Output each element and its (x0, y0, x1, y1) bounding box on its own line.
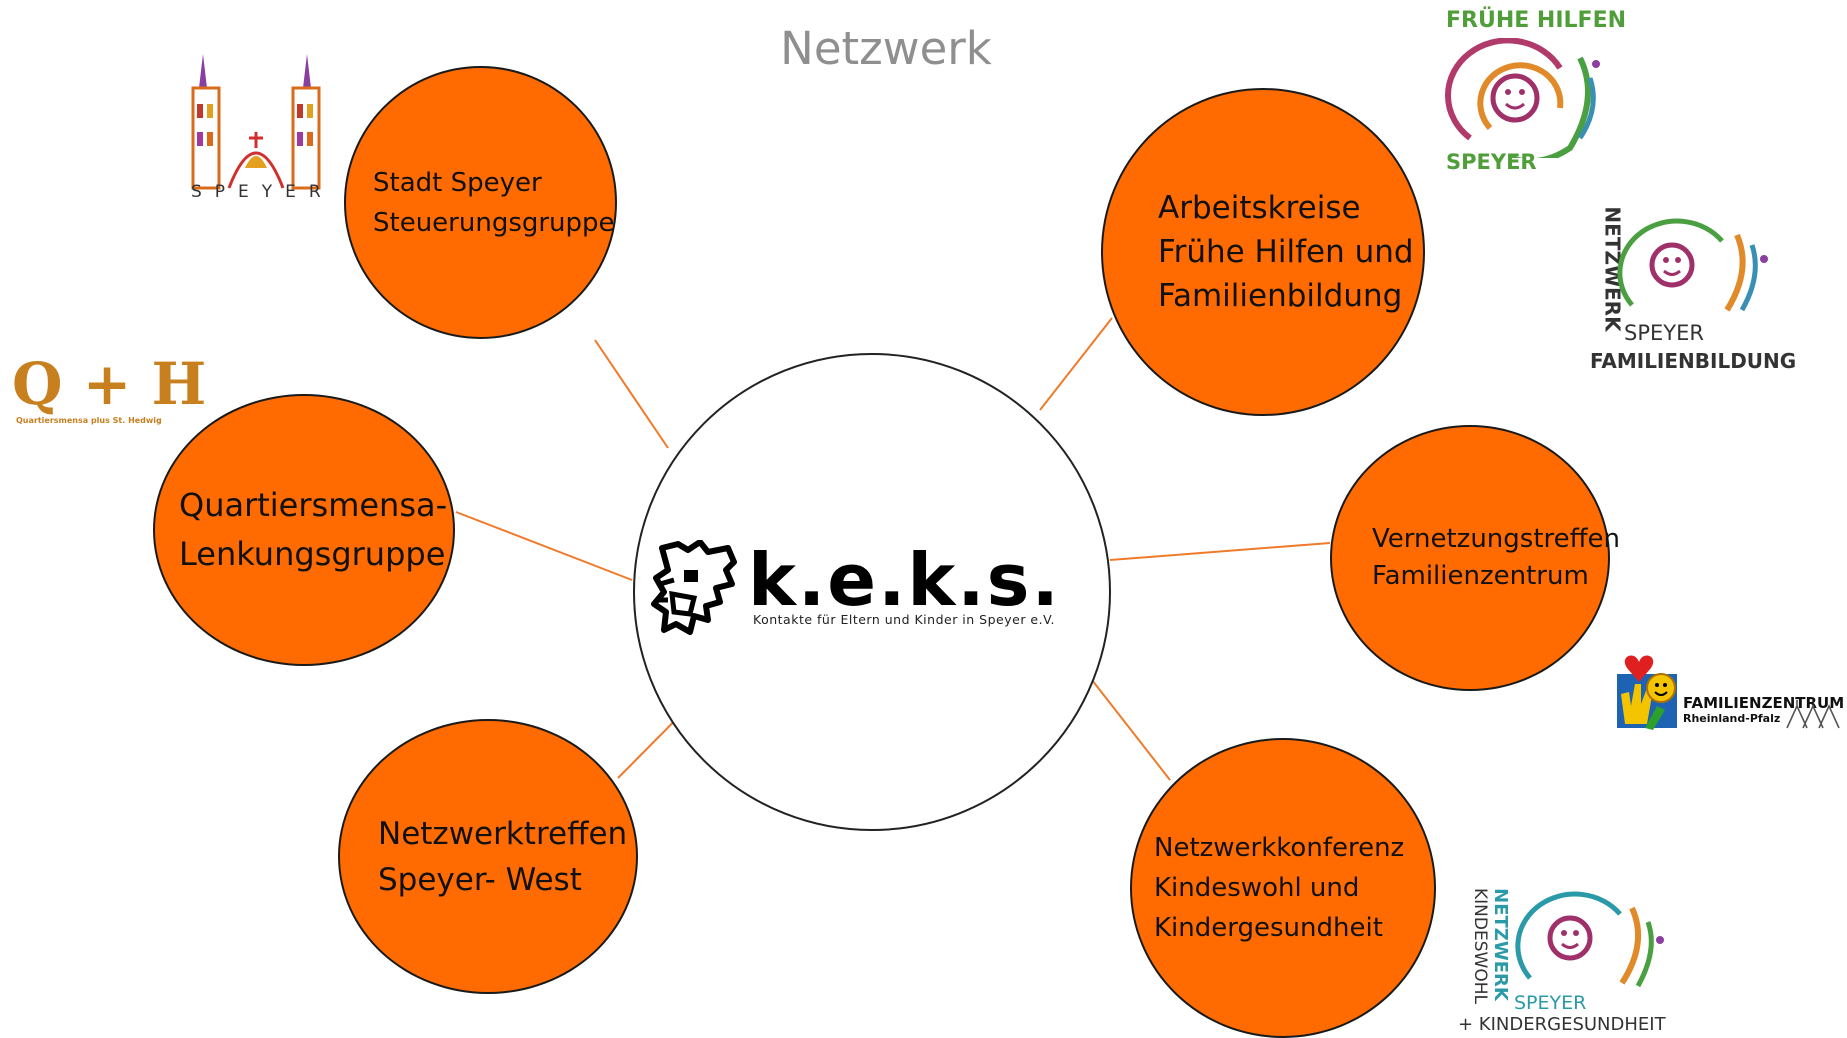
familienbildung-title: FAMILIENBILDUNG (1590, 349, 1797, 373)
familienzentrum-logo: FAMILIENZENTRUM Rheinland-Pfalz (1617, 654, 1845, 730)
familienzentrum-region: Rheinland-Pfalz (1683, 712, 1781, 725)
speyer-logo-text: SPEYER (191, 182, 334, 202)
connector-netzwerkkonferenz (1091, 679, 1171, 781)
kindeswohl-logo: NETZWERK KINDESWOHL SPEYER + KINDERGESUN… (1458, 888, 1688, 1038)
familienbildung-spiral-icon (1617, 218, 1768, 312)
keks-logo: k.e.k.s. Kontakte für Eltern und Kinder … (650, 540, 1100, 640)
kindeswohl-speyer: SPEYER (1514, 992, 1587, 1014)
qh-logo: Q + H Quartiersmensa plus St. Hedwig (12, 350, 206, 432)
fruehe-hilfen-title: FRÜHE HILFEN (1446, 8, 1627, 33)
node-vernetzungstreffen: Vernetzungstreffen Familienzentrum (1330, 425, 1620, 691)
fruehe-hilfen-spiral-icon (1445, 38, 1600, 158)
cathedral-icon (191, 54, 321, 190)
familienbildung-speyer: SPEYER (1624, 321, 1704, 345)
connector-vernetzung (1109, 542, 1331, 561)
kindeswohl-title: + KINDERGESUNDHEIT (1458, 1014, 1666, 1035)
kindeswohl-spiral-icon (1515, 891, 1664, 988)
fruehe-hilfen-logo: FRÜHE HILFEN SPEYER (1440, 8, 1627, 178)
connector-arbeitskreise (1039, 317, 1113, 411)
keks-wordmark: k.e.k.s. (748, 538, 1061, 622)
node-netzwerkkonferenz: Netzwerkkonferenz Kindeswohl und Kinderg… (1130, 738, 1436, 1038)
familienzentrum-figures-icon (1786, 700, 1840, 729)
node-quartiersmensa: Quartiersmensa- Lenkungsgruppe (153, 394, 455, 666)
keks-subtitle: Kontakte für Eltern und Kinder in Speyer… (753, 612, 1056, 627)
page-title: Netzwerk (780, 22, 992, 75)
connector-quartiersmensa (455, 511, 633, 581)
fruehe-hilfen-speyer: SPEYER (1446, 150, 1537, 174)
keks-mascot-icon (651, 540, 737, 635)
speyer-city-logo: SPEYER (185, 48, 335, 208)
familienbildung-logo: NETZWERK SPEYER FAMILIENBILDUNG (1590, 206, 1796, 375)
node-arbeitskreise: Arbeitskreise Frühe Hilfen und Familienb… (1101, 88, 1425, 416)
qh-logo-mark: Q + H (12, 350, 207, 418)
node-netzwerktreffen: Netzwerktreffen Speyer- West (338, 719, 638, 994)
kindeswohl-vertical-netzwerk: NETZWERK (1489, 888, 1511, 1001)
connector-stadt (594, 339, 669, 449)
node-stadt-speyer: Stadt Speyer Steuerungsgruppe (344, 66, 617, 339)
kindeswohl-vertical-kindeswohl: KINDESWOHL (1469, 888, 1490, 1004)
qh-logo-subtitle: Quartiersmensa plus St. Hedwig (16, 416, 162, 425)
familienzentrum-hands-icon (1617, 655, 1677, 730)
familienzentrum-title: FAMILIENZENTRUM (1683, 694, 1845, 712)
